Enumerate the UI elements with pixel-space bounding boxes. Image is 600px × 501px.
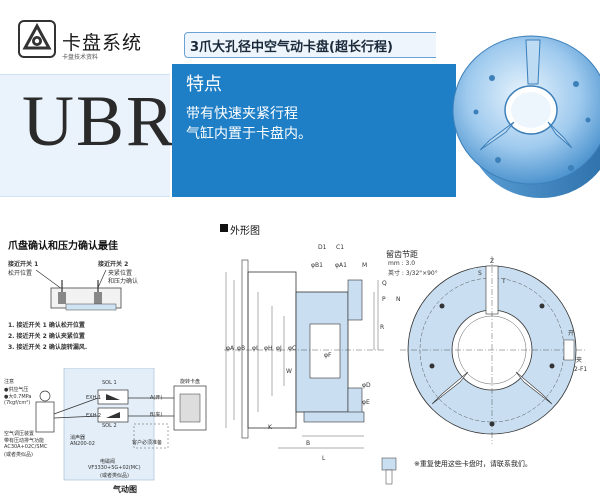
note-item: ●供应气压 [4,387,29,393]
side-label-clamp: 夹 [576,357,583,364]
side-label-open: 开 [568,330,575,337]
filter-note: 空气调压装置 [4,431,35,437]
customer-note: 客户必须准备 [132,440,163,446]
dim-label: T [502,278,506,285]
dim-label: P [382,296,386,303]
exhaust-port-label: EXH 2 [86,413,102,419]
sw2-sub: 夹紧位置 [108,270,133,277]
exhaust-label: 消声器 [70,435,86,441]
solenoid-label: SOL 1 [102,380,117,386]
model-name: UBR [22,81,177,161]
dim-label: D1 [318,244,327,251]
step-item: 2. 接近开关 2 确认夹紧位置 [8,333,85,340]
filter-note: AC30A+02C/SMC [4,444,48,450]
sw1-sub: 松开位置 [8,270,33,277]
dim-label: K [268,424,272,431]
brand-panel [0,0,170,205]
chuck-product-image [436,0,600,205]
dim-label: 2-F1 [574,366,588,373]
model-band [0,74,170,197]
feature-item: 气缸内置于卡盘内。 [186,126,312,142]
dim-label: φJ [276,345,282,352]
brand-name: 卡盘系统 [62,32,143,54]
section-marker-icon [220,224,228,232]
outline-drawing [224,256,586,485]
dim-label: φD [362,382,371,389]
reuse-note: ※重复使用这些卡盘时，请联系我们。 [414,460,532,468]
dim-label: φF [324,352,332,359]
header: 卡盘系统 卡盘技术资料 UBR 3爪大孔径中空气动卡盘(超长行程) 特点 带有快… [0,0,600,205]
dim-label: R [380,324,385,331]
rotary-chuck-label: 旋转卡盘 [180,379,201,385]
dim-label: S [478,270,482,277]
side-section-view [224,259,384,449]
dim-label: φE [362,399,370,406]
feature-heading: 特点 [186,74,222,95]
dim-label: N [396,296,401,303]
front-view [400,256,586,444]
dim-label: φC [288,345,297,352]
pneumatic-circuit-diagram [2,368,220,493]
dim-label: φB1 [311,262,323,269]
dim-label: φH [264,345,273,352]
sw2-label: 接近开关 2 [98,261,129,268]
exhaust-model: AN200-02 [70,441,95,447]
sensor-arrangement-diagram [35,269,122,311]
sw2-sub: 和压力确认 [108,278,139,285]
title-pill [184,32,444,58]
dim-label: C1 [336,244,345,251]
brand-logo-icon [18,20,56,58]
valve-model: VF3330+5G+02(MC) [88,465,141,471]
port-a-label: A(开) [150,395,163,401]
confirm-heading: 爪盘确认和压力确认最佳 [8,241,118,252]
outline-heading: 外形图 [230,226,260,237]
dim-label: φI [252,345,258,352]
brand-tagline: 卡盘技术资料 [62,54,99,61]
dim-label: L [322,455,326,462]
filter-note: (或者类似品) [4,452,33,458]
product-title: 3爪大孔径中空气动卡盘(超长行程) [190,40,393,55]
chamfer-inch: 英寸 : 3/32"×90° [388,270,438,277]
dim-label: B [306,440,311,447]
dim-label: M [362,262,368,269]
port-b-label: B(夹) [150,412,163,418]
solenoid-label: SOL 2 [102,423,117,429]
dim-label: φA [226,345,235,352]
filter-note: 带有压动排气功能 [4,438,45,444]
dim-label: Q [382,280,387,287]
valve-note: (或者类似品) [100,473,129,479]
step-item: 3. 接近开关 2 确认旋转漏风. [8,344,88,351]
feature-item: 带有快速夹紧行程 [186,106,298,122]
pneumatic-caption: 气动图 [113,485,137,494]
sw1-label: 接近开关 1 [8,261,39,268]
bolt-detail [381,457,397,485]
chamfer-title: 留齿节距 [386,250,418,259]
note-item: (7kgf/cm²) [4,400,31,406]
step-item: 1. 接近开关 1 确认松开位置 [8,322,85,329]
dim-label: Z [490,258,495,265]
dim-label: W [286,368,292,375]
exhaust-port-label: EXH 1 [86,395,102,401]
three-jaw-logo-icon [22,22,52,50]
dim-label: φA1 [335,262,347,269]
note-title: 注意 [4,379,15,385]
chamfer-mm: mm : 3.0 [388,260,416,267]
valve-label: 电磁阀 [100,459,116,465]
dim-label: φB [237,345,246,352]
note-item: ●大0.7MPa [4,394,32,400]
